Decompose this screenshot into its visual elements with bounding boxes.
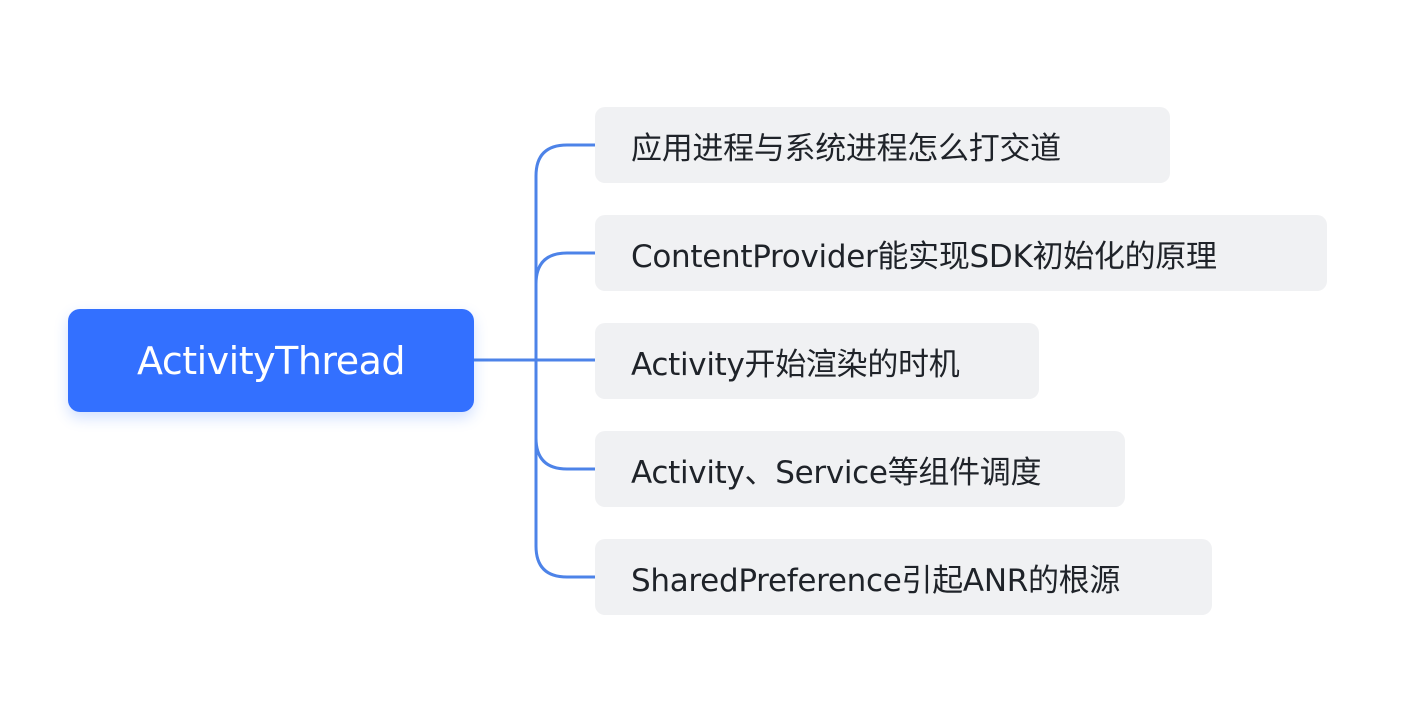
child-node[interactable]: Activity、Service等组件调度 xyxy=(595,431,1125,507)
child-node[interactable]: 应用进程与系统进程怎么打交道 xyxy=(595,107,1170,183)
child-node-label: Activity、Service等组件调度 xyxy=(631,454,1042,491)
connector-branch xyxy=(534,360,595,579)
connector-branch xyxy=(534,360,595,471)
child-node-label: Activity开始渲染的时机 xyxy=(631,346,960,383)
child-node[interactable]: ContentProvider能实现SDK初始化的原理 xyxy=(595,215,1327,291)
child-node-label: 应用进程与系统进程怎么打交道 xyxy=(631,130,1061,167)
child-node[interactable]: SharedPreference引起ANR的根源 xyxy=(595,539,1212,615)
root-node[interactable]: ActivityThread xyxy=(68,309,474,412)
child-node[interactable]: Activity开始渲染的时机 xyxy=(595,323,1039,399)
root-node-label: ActivityThread xyxy=(137,338,405,383)
child-node-label: ContentProvider能实现SDK初始化的原理 xyxy=(631,238,1217,275)
connector-branch xyxy=(534,143,595,360)
child-node-label: SharedPreference引起ANR的根源 xyxy=(631,562,1121,599)
connector-branch xyxy=(534,251,595,360)
